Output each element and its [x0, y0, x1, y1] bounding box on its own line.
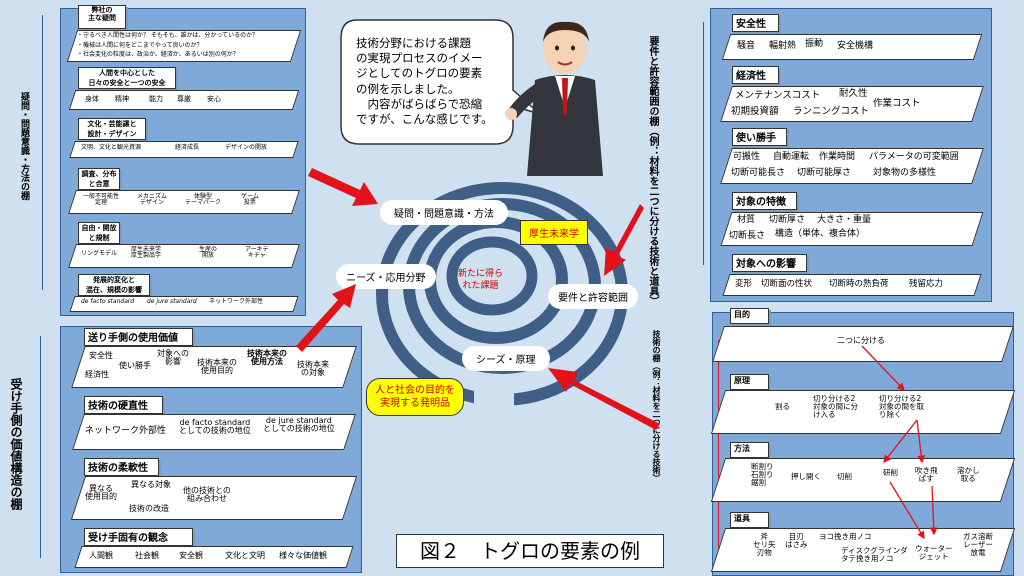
technique-flow-arrows [861, 345, 938, 540]
speech-text: 技術分野における課題 の実現プロセスのイメー ジとしてのトグロの要素 の例を示し… [356, 36, 493, 126]
spiral-label-questions: 疑問・問題意識・方法 [380, 200, 508, 225]
rb-header-1: 目的 [730, 308, 769, 324]
rt-header-1: 安全性 [732, 14, 779, 32]
lt-header-3: 文化・芸能譲と 設計・デザイン [78, 118, 146, 140]
rb-header-2: 原理 [730, 374, 769, 390]
rt-header-4: 対象の特徴 [732, 192, 797, 210]
lt-header-4: 調査、分布 と合意 [78, 168, 120, 190]
businessman-illustration [505, 21, 603, 176]
yellow-label-invention: 人と社会の目的を 実現する発明品 [366, 378, 464, 416]
rb-header-3: 方法 [730, 442, 769, 458]
lt-header-1: 弊社の 主な疑問 [78, 5, 126, 29]
lt-header-5: 自由・開放 と規制 [78, 222, 120, 244]
lb-header-3: 技術の柔軟性 [84, 458, 159, 476]
rb-header-4: 道具 [730, 512, 769, 528]
left-bottom-vertical-label: 受け手側の価値構造の棚 [9, 378, 23, 510]
spiral-label-requirements: 要件と許容範囲 [548, 284, 638, 309]
lt-header-2: 人間を中心とした 日々の安全と一つの安全 [78, 67, 176, 89]
left-top-vertical-label: 疑問・問題意識・方法の棚 [19, 92, 29, 200]
spiral-center-label: 新たに得ら れた課題 [458, 269, 504, 292]
right-top-connector [703, 22, 704, 265]
lt-header-6: 発展的変化と 混在、規模の影響 [78, 274, 150, 296]
left-bottom-connector [40, 336, 41, 558]
rt-header-5: 対象への影響 [732, 254, 807, 272]
right-bottom-vertical-label: 技術の棚（例：材料を二つに分ける技術） [652, 330, 661, 482]
lb-header-4: 受け手固有の観念 [84, 528, 193, 546]
spiral-label-seeds: シーズ・原理 [462, 346, 550, 371]
rt-header-2: 経済性 [732, 66, 779, 84]
lb-header-2: 技術の硬直性 [84, 396, 163, 414]
rt-header-3: 使い勝手 [732, 128, 787, 146]
speech-bubble [340, 19, 541, 145]
right-bottom-red-line [718, 340, 719, 552]
spiral-label-needs: ニーズ・応用分野 [336, 264, 436, 289]
yellow-label-welfare-futurology: 厚生未来学 [520, 220, 588, 245]
figure-caption: 図２ トグロの要素の例 [396, 534, 664, 568]
left-top-connector [42, 15, 43, 290]
right-top-vertical-label: 要件と許容範囲の棚（例：材料を二つに分ける技術と道具） [647, 36, 658, 306]
lb-header-1: 送り手側の使用価値 [84, 328, 193, 346]
right-bottom-connector [712, 315, 713, 553]
